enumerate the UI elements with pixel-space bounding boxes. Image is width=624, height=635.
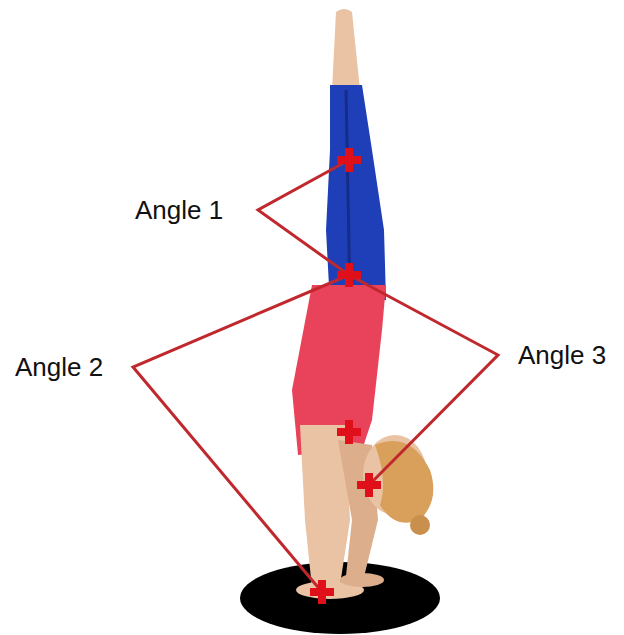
feet <box>332 9 360 90</box>
angle-label: Angle 2 <box>15 354 103 380</box>
hair <box>375 441 433 523</box>
leader-lines <box>133 160 498 592</box>
joint-markers <box>310 148 381 604</box>
legs <box>326 85 386 305</box>
angle-label: Angle 3 <box>518 342 606 368</box>
angle-label: Angle 1 <box>135 197 223 223</box>
